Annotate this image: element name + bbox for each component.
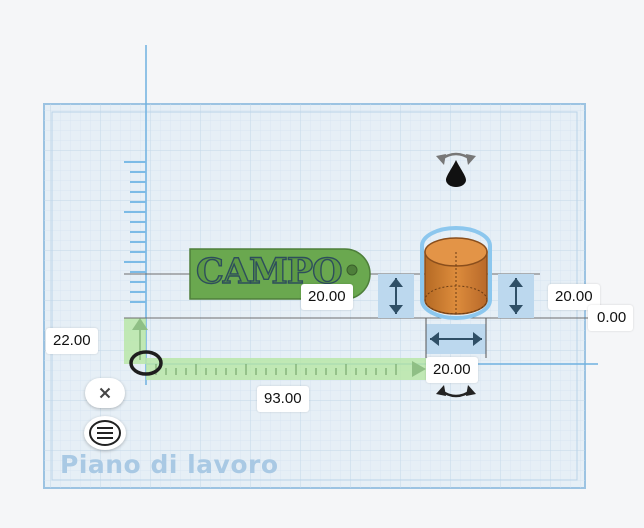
- close-button[interactable]: [85, 378, 125, 408]
- menu-button[interactable]: [84, 416, 126, 450]
- width-dimension[interactable]: [425, 318, 487, 358]
- y-axis: [124, 45, 147, 385]
- height-dimension-left[interactable]: [378, 274, 414, 318]
- lift-handle-icon[interactable]: [446, 160, 466, 187]
- height-dimension-right[interactable]: [498, 274, 534, 318]
- workplane-label: Piano di lavoro: [60, 450, 279, 479]
- height-left-value[interactable]: 20.00: [301, 284, 353, 310]
- close-icon: [99, 387, 111, 399]
- offset-x-value[interactable]: 93.00: [257, 386, 309, 412]
- elevation-value[interactable]: 0.00: [588, 305, 634, 331]
- rotate-handle-bottom-icon[interactable]: [436, 385, 476, 398]
- origin-handle[interactable]: [129, 350, 163, 376]
- rotate-handle-top-icon[interactable]: [436, 152, 476, 165]
- snap-ruler: [124, 318, 426, 380]
- menu-icon: [89, 420, 121, 446]
- cylinder-object[interactable]: [420, 226, 492, 320]
- width-bottom-value[interactable]: 20.00: [426, 357, 478, 383]
- offset-y-value[interactable]: 22.00: [46, 328, 98, 354]
- workplane-grid[interactable]: [43, 103, 586, 489]
- height-right-value[interactable]: 20.00: [548, 284, 600, 310]
